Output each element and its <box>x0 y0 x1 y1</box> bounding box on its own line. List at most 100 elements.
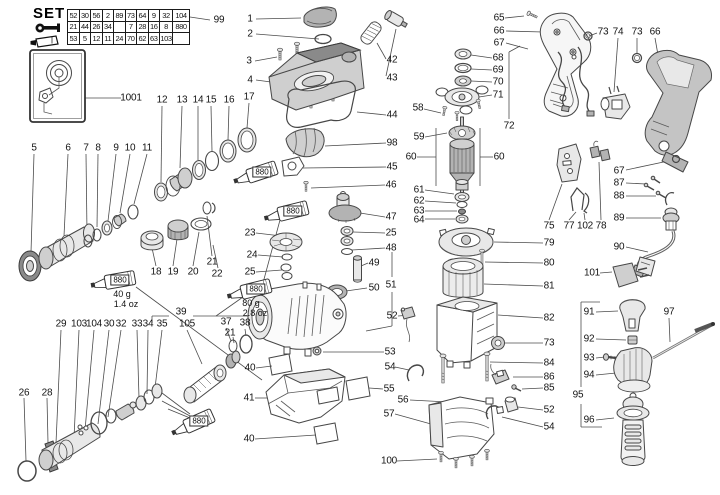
wire-guard-part-54b <box>485 405 504 420</box>
part-label-6: 6 <box>65 142 71 154</box>
set-table-cell: 24 <box>113 32 126 45</box>
grease-tube-label: 880 <box>110 274 130 286</box>
part-label-17: 17 <box>243 91 255 103</box>
set-table-cell: 73 <box>124 9 137 22</box>
part-label-65: 65 <box>493 12 505 24</box>
part-label-25: 25 <box>385 227 397 239</box>
set-table-cell: 32 <box>159 9 173 22</box>
set-table-cell: 9 <box>147 9 160 22</box>
lower-housing-part-41 <box>265 368 346 424</box>
part-label-38: 38 <box>239 317 251 329</box>
part-label-2: 2 <box>247 28 253 40</box>
part-label-42: 42 <box>386 54 398 66</box>
part-label-95: 95 <box>572 389 584 401</box>
part-label-90: 90 <box>613 241 625 253</box>
sticker-part-40a <box>268 353 293 376</box>
grease-tube-label: 880 <box>246 283 266 295</box>
part-label-8: 8 <box>95 142 101 154</box>
carbon-brushes-part-78 <box>589 140 611 162</box>
set-table-cell: 30 <box>78 9 91 22</box>
grease-tube-label: 880 <box>189 415 209 427</box>
part-label-81: 81 <box>543 280 555 292</box>
spring-part-42 <box>360 21 382 45</box>
part-label-33: 33 <box>131 318 143 330</box>
screw-part-65 <box>526 10 539 20</box>
part-label-23: 23 <box>244 227 256 239</box>
washers-61-64 <box>454 192 470 224</box>
part-label-86: 86 <box>543 371 555 383</box>
set-table-cell: 7 <box>124 20 137 33</box>
wiring-harness-part-72 <box>557 46 595 117</box>
piston-part-105 <box>183 364 227 404</box>
part-label-51: 51 <box>385 279 397 291</box>
part-label-50: 50 <box>368 282 380 294</box>
part-label-67: 67 <box>613 165 625 177</box>
part-label-28: 28 <box>41 387 53 399</box>
motor-housing-part-82 <box>436 296 498 369</box>
part-label-47: 47 <box>385 211 397 223</box>
grease-tube-label: 880 <box>252 166 272 178</box>
part-label-45: 45 <box>386 161 398 173</box>
part-label-85: 85 <box>543 382 555 394</box>
part-label-32: 32 <box>115 318 127 330</box>
part-label-25: 25 <box>244 266 256 278</box>
hook-part-102 <box>583 192 590 214</box>
part-label-77: 77 <box>563 220 575 232</box>
part-label-30: 30 <box>103 318 115 330</box>
grease-tube-label: 880 <box>283 205 303 217</box>
part-label-69: 69 <box>492 64 504 76</box>
ring-chain-small <box>83 204 139 248</box>
part-label-21: 21 <box>224 327 236 339</box>
part-label-5: 5 <box>31 142 37 154</box>
plug-part-101 <box>612 256 656 288</box>
o-ring-part-38 <box>239 334 253 354</box>
bearing-plate-part-79 <box>438 227 495 257</box>
deflector-part-98 <box>285 127 325 158</box>
part-label-68: 68 <box>492 52 504 64</box>
part-label-20: 20 <box>187 266 199 278</box>
part-label-88: 88 <box>613 190 625 202</box>
part-label-60: 60 <box>493 151 505 163</box>
trigger-switch-part-74 <box>600 85 631 120</box>
part-label-10: 10 <box>124 142 136 154</box>
part-label-18: 18 <box>150 266 162 278</box>
rings-part-25b <box>280 263 293 280</box>
set-table-cell: 880 <box>172 20 190 33</box>
set-table-cell: 63 <box>147 32 160 45</box>
clamp-knob-part-91 <box>619 299 646 332</box>
set-table-cell: 26 <box>90 20 103 33</box>
handle-shell-right-part-66b <box>644 49 712 173</box>
set-table-cell: 56 <box>90 9 103 22</box>
switch-cover-part-56-57 <box>428 396 495 460</box>
part-label-61: 61 <box>413 184 425 196</box>
part-label-60: 60 <box>405 151 417 163</box>
set-table-cell: 52 <box>67 9 80 22</box>
part-label-91: 91 <box>583 306 595 318</box>
set-table-cell: 89 <box>113 9 126 22</box>
cam-part-47 <box>328 191 362 223</box>
pin-part-49 <box>353 255 362 283</box>
set-table-cell: 16 <box>147 20 160 33</box>
part-label-105: 105 <box>178 318 196 330</box>
part-label-73: 73 <box>631 26 643 38</box>
part-label-22: 22 <box>211 268 223 280</box>
part-label-78: 78 <box>595 220 607 232</box>
part-label-43: 43 <box>386 72 398 84</box>
cap-part-52b <box>504 396 519 413</box>
part-label-103: 103 <box>70 318 88 330</box>
part-label-96: 96 <box>583 414 595 426</box>
set-table-cell: 44 <box>78 20 91 33</box>
part-label-52: 52 <box>386 310 398 322</box>
screw-part-85 <box>511 384 522 392</box>
o-ring-part-2 <box>314 33 332 45</box>
chuck-key-icon <box>35 23 60 33</box>
part-label-13: 13 <box>176 94 188 106</box>
sticker-part-55 <box>345 376 371 401</box>
set-table-cell: 62 <box>136 32 149 45</box>
set-table-cell: 103 <box>159 32 173 45</box>
part-label-35: 35 <box>156 318 168 330</box>
part-label-104: 104 <box>85 318 103 330</box>
gear-parts-18-22 <box>140 201 216 251</box>
clamp-body-part-94 <box>613 347 653 393</box>
